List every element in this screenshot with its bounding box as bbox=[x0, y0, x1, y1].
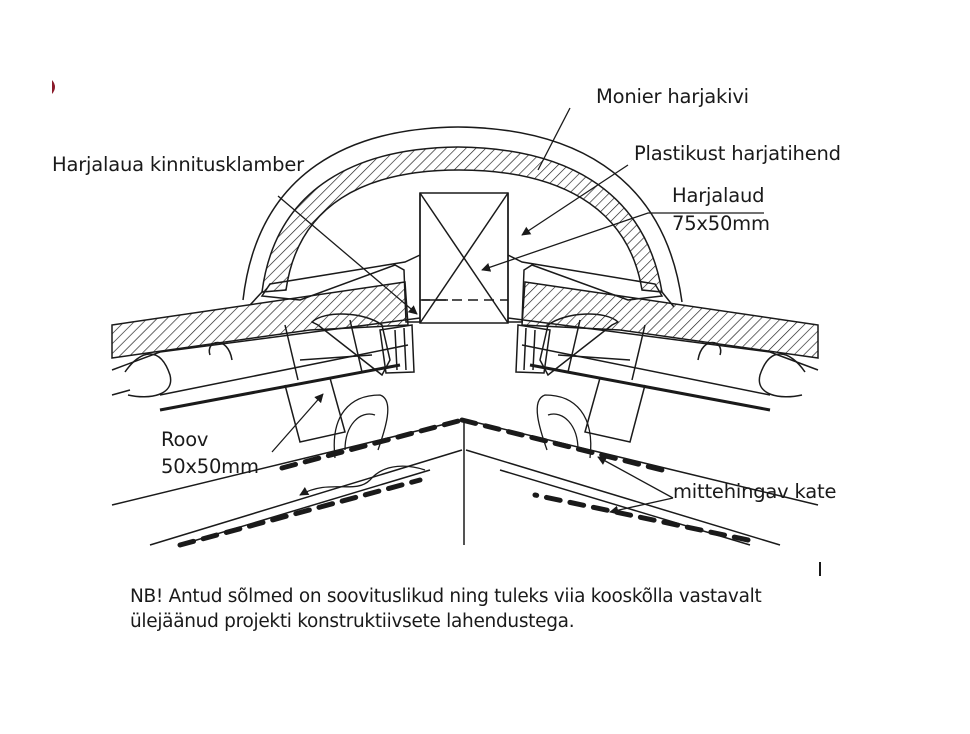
roof-right bbox=[465, 281, 819, 546]
footnote-line-1: NB! Antud sõlmed on soovituslikud ning t… bbox=[130, 586, 762, 607]
footnote-line-2: ülejäänud projekti konstruktiivsete lahe… bbox=[130, 611, 575, 632]
label-seal: Plastikust harjatihend bbox=[634, 142, 841, 165]
roof-left bbox=[111, 281, 463, 546]
label-clamp: Harjalaua kinnitusklamber bbox=[52, 153, 304, 176]
label-monier: Monier harjakivi bbox=[596, 85, 749, 108]
ridge-seal bbox=[260, 193, 664, 323]
membrane bbox=[177, 417, 751, 548]
label-batten: Roov bbox=[161, 428, 209, 451]
footnote: NB! Antud sõlmed on soovituslikud ning t… bbox=[130, 584, 762, 634]
ridge-board bbox=[419, 192, 509, 324]
ridge-tile bbox=[242, 126, 683, 308]
label-ridge-board-size: 75x50mm bbox=[672, 212, 770, 235]
label-membrane: mittehingav kate bbox=[673, 480, 837, 503]
corner-mark bbox=[52, 80, 55, 94]
airflow bbox=[299, 394, 592, 496]
label-batten-size: 50x50mm bbox=[161, 455, 259, 478]
label-ridge-board: Harjalaud bbox=[672, 184, 765, 207]
leader-lines bbox=[271, 107, 764, 515]
